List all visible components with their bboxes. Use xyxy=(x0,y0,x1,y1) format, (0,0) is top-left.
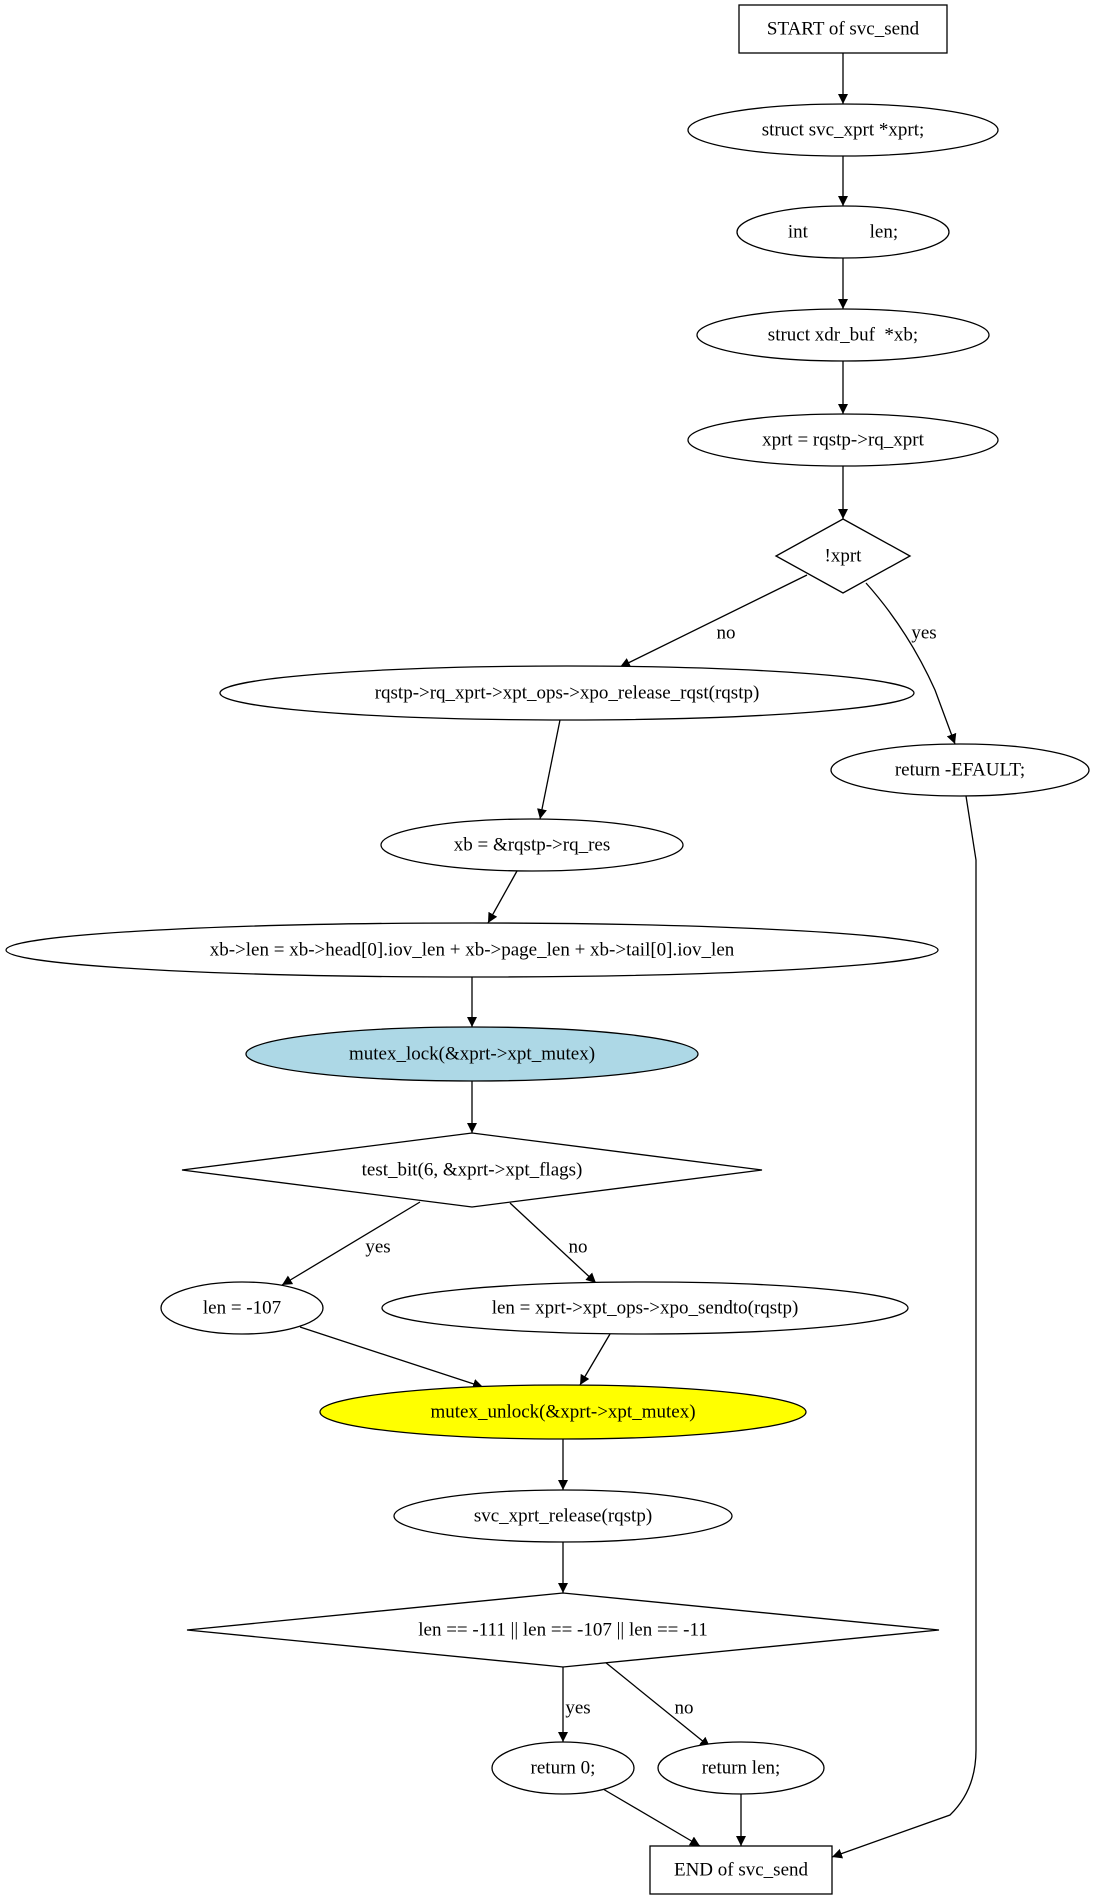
node-check-xprt: !xprt xyxy=(774,518,912,594)
node-return-0: return 0; xyxy=(491,1741,635,1795)
edge-label-yes: yes xyxy=(911,623,936,644)
node-xprt-release: svc_xprt_release(rqstp) xyxy=(393,1489,733,1543)
node-len-107: len = -107 xyxy=(160,1281,324,1335)
edge-label-no: no xyxy=(675,1698,694,1719)
edge-assign_xb-to-xb_len xyxy=(487,870,518,924)
node-ellipse xyxy=(381,1281,909,1335)
edge-arrow xyxy=(487,870,518,924)
node-decl-len: int len; xyxy=(736,205,950,259)
node-diamond xyxy=(774,518,912,594)
node-label: xb->len = xb->head[0].iov_len + xb->page… xyxy=(210,940,735,961)
node-assign-xb: xb = &rqstp->rq_res xyxy=(380,818,684,872)
node-ellipse xyxy=(319,1384,807,1440)
node-ellipse xyxy=(245,1026,699,1082)
node-label: END of svc_send xyxy=(674,1860,809,1881)
node-mutex-lock: mutex_lock(&xprt->xpt_mutex) xyxy=(245,1026,699,1082)
edge-arrow xyxy=(579,1333,611,1386)
node-ellipse xyxy=(393,1489,733,1543)
edge-test_bit-to-len_107: yes xyxy=(281,1201,421,1286)
node-label: len = -107 xyxy=(203,1298,281,1319)
edge-arrow xyxy=(831,795,977,1859)
node-label: mutex_lock(&xprt->xpt_mutex) xyxy=(349,1044,595,1065)
node-label: return 0; xyxy=(531,1758,596,1779)
node-ellipse xyxy=(219,665,915,721)
edge-check_len-to-return_len: no xyxy=(604,1661,711,1748)
node-diamond xyxy=(181,1132,763,1208)
edge-arrow xyxy=(619,574,808,668)
edge-release_rqst-to-assign_xb xyxy=(537,719,561,820)
node-label: struct xdr_buf *xb; xyxy=(768,325,918,346)
edge-test_bit-to-sendto: no xyxy=(509,1202,597,1284)
node-ellipse xyxy=(687,103,999,157)
node-decl-xb: struct xdr_buf *xb; xyxy=(696,308,990,362)
node-ellipse xyxy=(491,1741,635,1795)
edge-label-no: no xyxy=(717,623,736,644)
edge-check_xprt-to-return_efault: yes xyxy=(865,582,957,745)
node-ellipse xyxy=(687,413,999,467)
edge-layer: no yes yes no yes no xyxy=(281,53,977,1859)
node-label: len == -111 || len == -107 || len == -11 xyxy=(418,1620,708,1641)
node-ellipse xyxy=(5,922,939,978)
node-label: xb = &rqstp->rq_res xyxy=(454,835,611,856)
node-ellipse xyxy=(657,1741,825,1795)
node-return-len: return len; xyxy=(657,1741,825,1795)
edge-check_xprt-to-release_rqst: no xyxy=(619,574,808,668)
node-diamond xyxy=(186,1592,940,1668)
node-label: struct svc_xprt *xprt; xyxy=(762,120,925,141)
edge-return_0-to-end xyxy=(602,1788,701,1847)
edge-label-yes: yes xyxy=(365,1237,390,1258)
edge-arrow xyxy=(537,719,561,820)
edge-label-no: no xyxy=(569,1237,588,1258)
edge-arrow xyxy=(509,1202,597,1284)
node-decl-xprt: struct svc_xprt *xprt; xyxy=(687,103,999,157)
node-test-bit: test_bit(6, &xprt->xpt_flags) xyxy=(181,1132,763,1208)
edge-arrow xyxy=(299,1326,484,1389)
node-label: xprt = rqstp->rq_xprt xyxy=(762,430,925,451)
node-check-len: len == -111 || len == -107 || len == -11 xyxy=(186,1592,940,1668)
node-xb-len: xb->len = xb->head[0].iov_len + xb->page… xyxy=(5,922,939,978)
edge-arrow xyxy=(281,1201,421,1286)
node-label: int len; xyxy=(788,222,898,243)
edge-len_107-to-mutex_unlock xyxy=(299,1326,484,1389)
node-label: test_bit(6, &xprt->xpt_flags) xyxy=(362,1160,583,1181)
node-mutex-unlock: mutex_unlock(&xprt->xpt_mutex) xyxy=(319,1384,807,1440)
node-ellipse xyxy=(830,743,1090,797)
node-return-efault: return -EFAULT; xyxy=(830,743,1090,797)
node-label: START of svc_send xyxy=(767,19,920,40)
node-label: return -EFAULT; xyxy=(895,760,1025,781)
node-ellipse xyxy=(380,818,684,872)
node-label: mutex_unlock(&xprt->xpt_mutex) xyxy=(430,1402,695,1423)
node-box xyxy=(738,4,948,54)
node-release-rqst: rqstp->rq_xprt->xpt_ops->xpo_release_rqs… xyxy=(219,665,915,721)
edge-arrow xyxy=(604,1661,711,1748)
node-label: rqstp->rq_xprt->xpt_ops->xpo_release_rqs… xyxy=(375,683,760,704)
node-sendto: len = xprt->xpt_ops->xpo_sendto(rqstp) xyxy=(381,1281,909,1335)
node-ellipse xyxy=(696,308,990,362)
node-label: svc_xprt_release(rqstp) xyxy=(474,1506,652,1527)
edge-label-yes: yes xyxy=(565,1698,590,1719)
node-end: END of svc_send xyxy=(649,1845,833,1895)
node-label: len = xprt->xpt_ops->xpo_sendto(rqstp) xyxy=(492,1298,799,1319)
node-ellipse xyxy=(736,205,950,259)
node-box xyxy=(649,1845,833,1895)
edge-sendto-to-mutex_unlock xyxy=(579,1333,611,1386)
node-assign-xprt: xprt = rqstp->rq_xprt xyxy=(687,413,999,467)
node-ellipse xyxy=(160,1281,324,1335)
edge-return_efault-to-end xyxy=(831,795,977,1859)
edge-arrow xyxy=(865,582,957,745)
edge-arrow xyxy=(602,1788,701,1847)
node-label: !xprt xyxy=(825,546,863,567)
node-start: START of svc_send xyxy=(738,4,948,54)
edge-check_len-to-return_0: yes xyxy=(558,1667,591,1742)
node-label: return len; xyxy=(702,1758,781,1779)
